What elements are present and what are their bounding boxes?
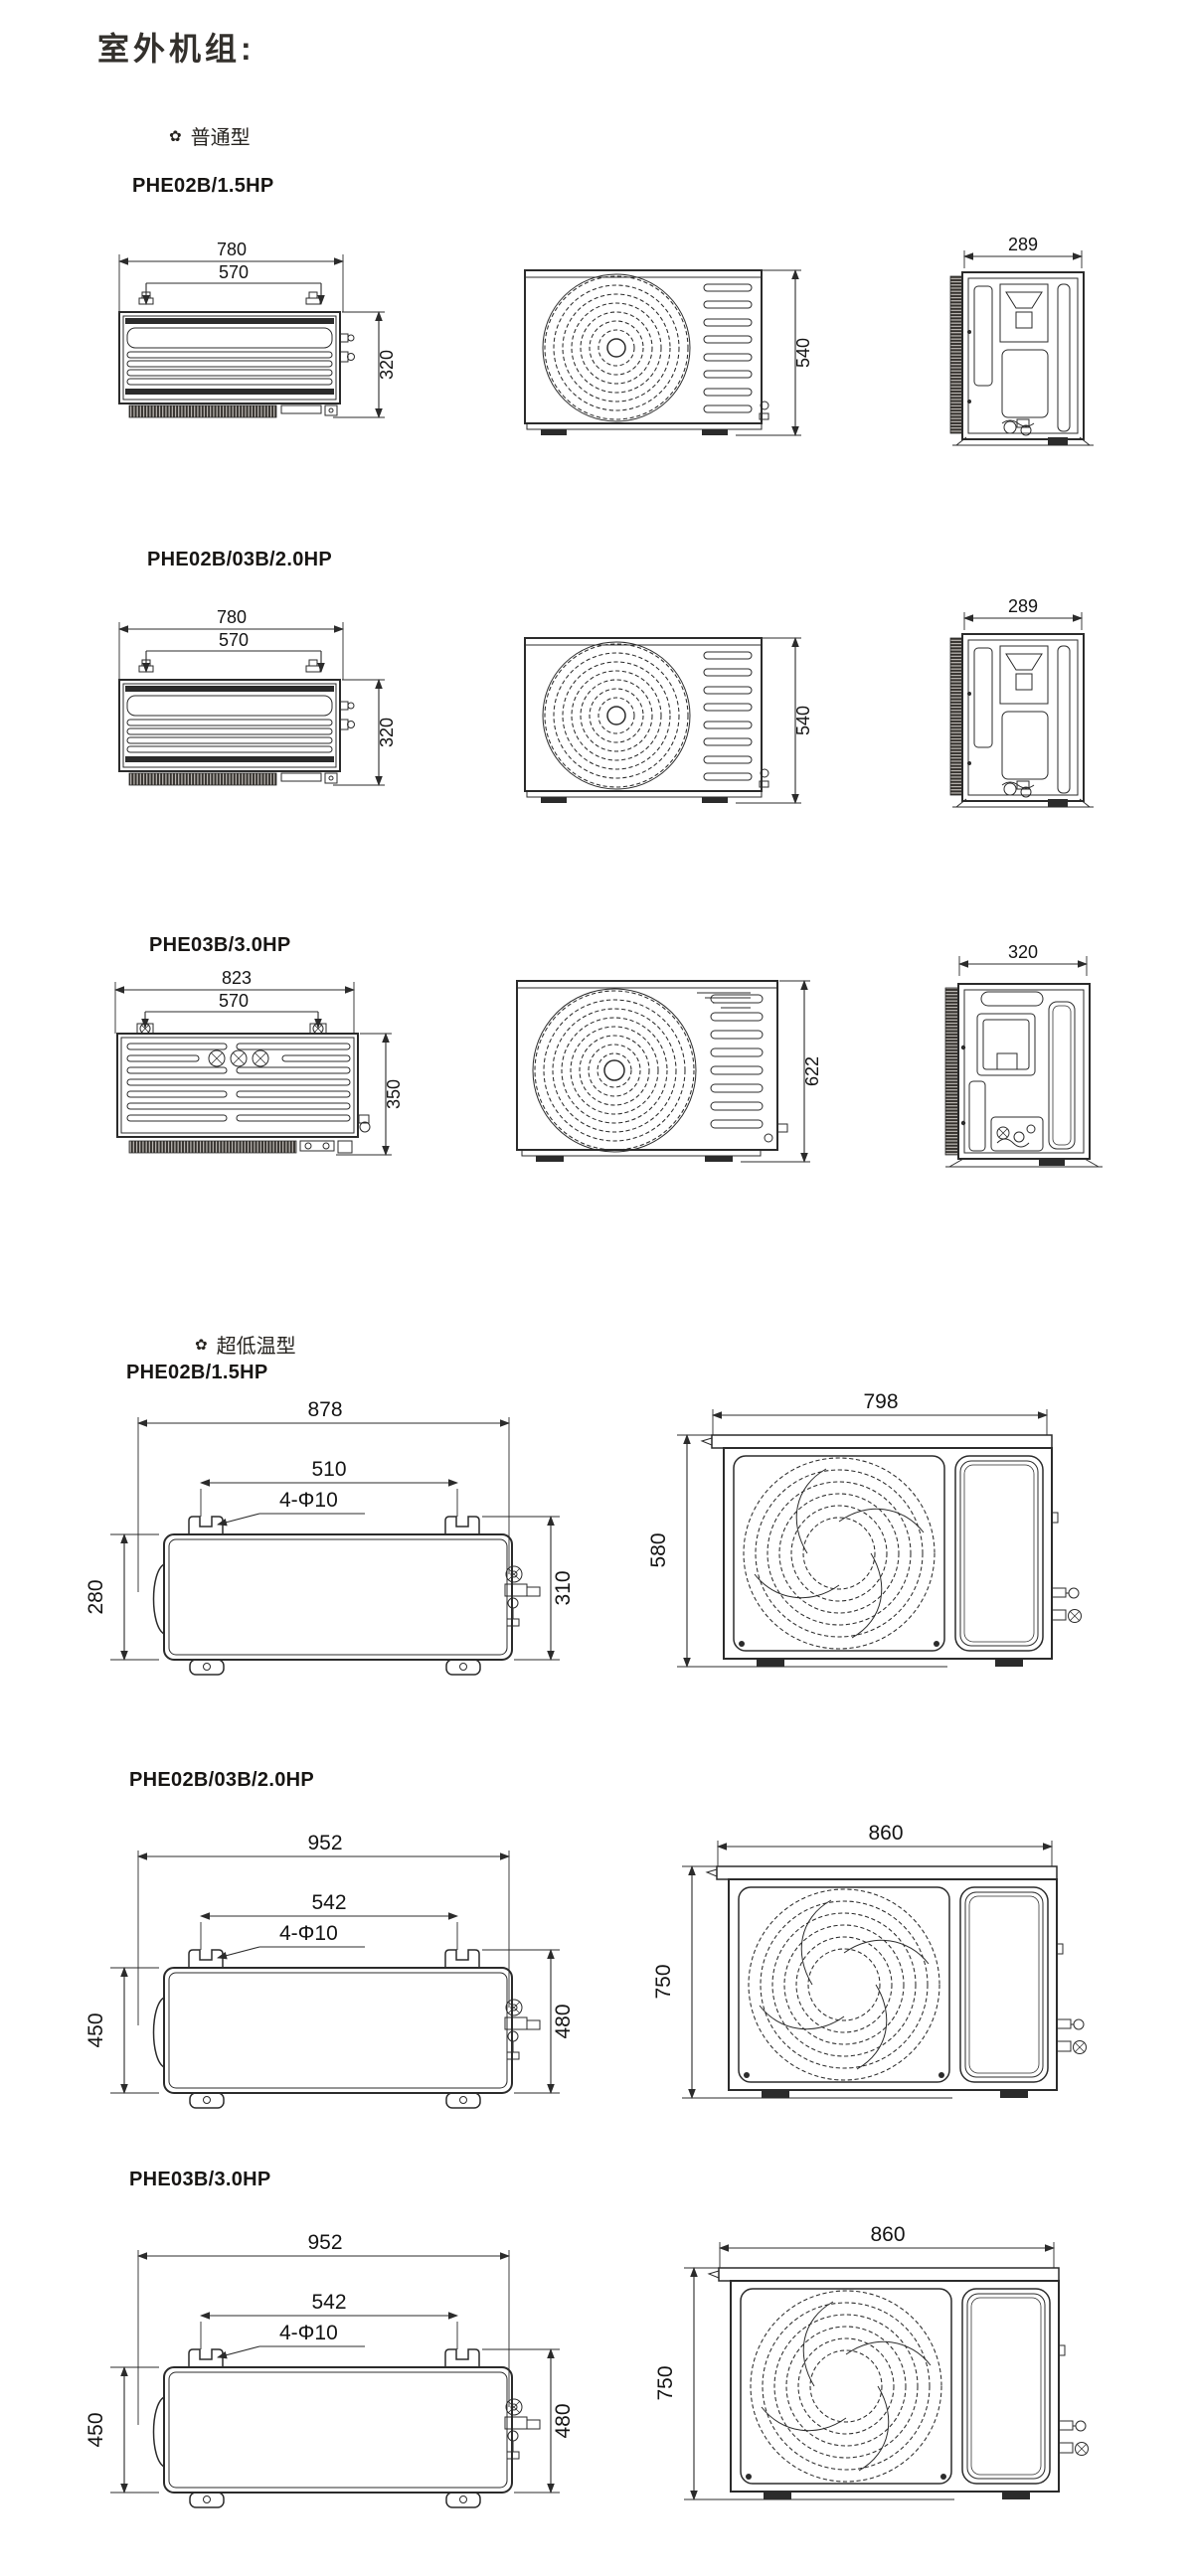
lowtemp-3-front-view: 860 750 bbox=[654, 2223, 1089, 2500]
dim-width-side: 320 bbox=[1008, 942, 1038, 962]
model-name-normal-3: PHE03B/3.0HP bbox=[149, 934, 291, 956]
fan-grille bbox=[740, 2288, 952, 2485]
fan-grille bbox=[733, 1455, 945, 1652]
dim-width-top: 878 bbox=[307, 1398, 342, 1421]
fan-grille bbox=[542, 641, 691, 790]
service-valves bbox=[1051, 1512, 1082, 1623]
service-valves bbox=[504, 2398, 541, 2460]
flower-bullet-icon: ✿ bbox=[195, 1336, 208, 1354]
page-title: 室外机组: bbox=[97, 31, 256, 67]
dim-width-inner: 570 bbox=[219, 262, 249, 282]
dim-height-right: 480 bbox=[552, 2004, 575, 2038]
model-name-lowtemp-3: PHE03B/3.0HP bbox=[129, 2169, 271, 2190]
dim-front-height: 580 bbox=[647, 1532, 670, 1567]
model-name-normal-2: PHE02B/03B/2.0HP bbox=[147, 549, 333, 570]
fan-grille bbox=[532, 988, 697, 1153]
normal-3-side-view: 320 bbox=[944, 942, 1103, 1168]
dim-depth: 320 bbox=[377, 718, 397, 747]
lowtemp-2-front-view: 860 750 bbox=[652, 1822, 1087, 2099]
dim-height-right: 480 bbox=[552, 2403, 575, 2438]
lowtemp-2-top-view: 952 542 4-Φ10 450 480 bbox=[85, 1832, 575, 2109]
section-header-lowtemp: ✿ 超低温型 bbox=[195, 1330, 296, 1359]
dim-width-top: 952 bbox=[307, 1832, 342, 1854]
dim-height-left: 450 bbox=[85, 2012, 107, 2047]
model-name-lowtemp-1: PHE02B/1.5HP bbox=[126, 1362, 268, 1383]
section-header-normal: ✿ 普通型 bbox=[169, 121, 251, 150]
model-name-lowtemp-2: PHE02B/03B/2.0HP bbox=[129, 1769, 315, 1791]
dim-width-inner: 570 bbox=[219, 991, 249, 1011]
dim-depth: 350 bbox=[384, 1079, 404, 1109]
dim-front-width: 860 bbox=[870, 2223, 905, 2246]
dim-front-height: 750 bbox=[654, 2365, 677, 2400]
flower-bullet-icon: ✿ bbox=[169, 127, 182, 145]
normal-3-front-view: 622 bbox=[516, 980, 822, 1163]
fan-hub bbox=[816, 2356, 876, 2416]
model-name-normal-1: PHE02B/1.5HP bbox=[132, 175, 274, 197]
section-label-lowtemp: 超低温型 bbox=[216, 1336, 296, 1358]
dim-hole-note: 4-Φ10 bbox=[279, 2322, 338, 2344]
top-fan-screws bbox=[208, 1049, 269, 1067]
fan-grille bbox=[738, 1886, 950, 2083]
fan-grille bbox=[542, 273, 691, 422]
dim-height-front: 540 bbox=[793, 706, 813, 735]
side-panel bbox=[959, 1886, 1049, 2083]
dim-height-left: 450 bbox=[85, 2412, 107, 2447]
service-valves bbox=[504, 1565, 541, 1627]
side-panel bbox=[961, 2288, 1051, 2485]
dim-height-left: 280 bbox=[85, 1579, 107, 1614]
normal-2-side-view: 289 bbox=[949, 596, 1094, 808]
normal-1-top-view: 780 570 320 bbox=[118, 240, 397, 418]
lowtemp-1-front-view: 798 580 bbox=[647, 1390, 1082, 1668]
dim-width-outer: 780 bbox=[217, 607, 247, 627]
fan-hub bbox=[814, 1955, 874, 2014]
dim-front-width: 860 bbox=[868, 1822, 903, 1845]
dim-height-front: 540 bbox=[793, 338, 813, 368]
dim-width-inner: 570 bbox=[219, 630, 249, 650]
dim-height-right: 310 bbox=[552, 1570, 575, 1605]
side-louvers bbox=[703, 651, 753, 781]
dim-depth: 320 bbox=[377, 350, 397, 380]
dim-width-top: 952 bbox=[307, 2231, 342, 2254]
normal-1-front-view: 540 bbox=[524, 269, 813, 436]
normal-2-top-view: 780 570 320 bbox=[118, 607, 397, 786]
dim-hole-span: 542 bbox=[311, 1891, 346, 1914]
dim-hole-note: 4-Φ10 bbox=[279, 1489, 338, 1512]
dim-hole-note: 4-Φ10 bbox=[279, 1922, 338, 1945]
section-label-normal: 普通型 bbox=[190, 127, 251, 149]
normal-1-side-view: 289 bbox=[949, 235, 1094, 446]
normal-2-front-view: 540 bbox=[524, 637, 813, 804]
fan-hub bbox=[809, 1524, 869, 1583]
dim-width-outer: 780 bbox=[217, 240, 247, 259]
service-valves bbox=[1056, 1943, 1087, 2054]
normal-3-top-view: 823 570 350 bbox=[114, 968, 404, 1156]
lowtemp-3-top-view: 952 542 4-Φ10 450 480 bbox=[85, 2231, 575, 2508]
side-louvers bbox=[703, 283, 753, 413]
dim-width-side: 289 bbox=[1008, 596, 1038, 616]
dim-width-side: 289 bbox=[1008, 235, 1038, 254]
dim-front-height: 750 bbox=[652, 1964, 675, 1999]
side-louvers bbox=[710, 994, 764, 1129]
lowtemp-1-top-view: 878 510 4-Φ10 280 310 bbox=[85, 1398, 575, 1676]
dim-width-outer: 823 bbox=[222, 968, 252, 988]
service-valves bbox=[1058, 2344, 1089, 2456]
dim-hole-span: 542 bbox=[311, 2291, 346, 2314]
dim-height-front: 622 bbox=[802, 1056, 822, 1086]
service-valves bbox=[504, 1999, 541, 2060]
dim-front-width: 798 bbox=[863, 1390, 898, 1413]
side-panel bbox=[954, 1455, 1044, 1652]
dim-hole-span: 510 bbox=[311, 1458, 346, 1481]
